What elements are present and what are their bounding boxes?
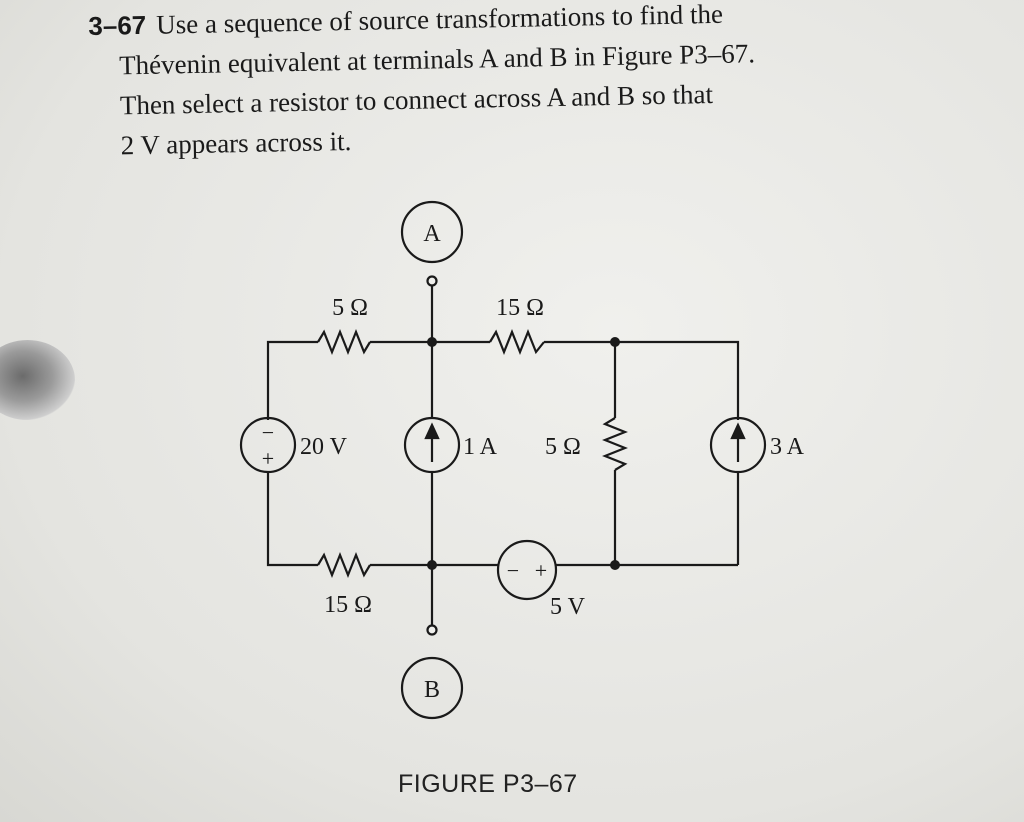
- label-15ohm-top: 15 Ω: [496, 295, 544, 321]
- terminal-b-node[interactable]: [426, 624, 438, 636]
- label-3a: 3 A: [770, 434, 805, 460]
- label-15ohm-bottom: 15 Ω: [324, 592, 372, 618]
- terminal-a-label: A: [423, 221, 441, 247]
- polarity-minus-20v: −: [262, 420, 274, 445]
- resistor-5ohm-vertical: [602, 417, 628, 471]
- resistor-15ohm-top: [489, 329, 545, 355]
- wire-left-bottom: [266, 472, 318, 567]
- label-5v: 5 V: [550, 594, 586, 620]
- resistor-15ohm-bottom: [317, 552, 371, 578]
- arrow-up-icon: [424, 422, 440, 440]
- junction-dot: [610, 337, 620, 347]
- polarity-plus-5v: +: [535, 558, 547, 583]
- label-1a: 1 A: [463, 434, 498, 460]
- polarity-plus-20v: +: [262, 446, 274, 471]
- junction-dot: [610, 560, 620, 570]
- label-20v: 20 V: [300, 434, 348, 460]
- terminal-b-label: B: [424, 677, 440, 703]
- binder-ring: [0, 340, 75, 420]
- label-5ohm-top: 5 Ω: [332, 295, 368, 321]
- figure-caption: FIGURE P3–67: [398, 770, 578, 798]
- polarity-minus-5v: −: [507, 558, 519, 583]
- terminal-a-circle: [400, 200, 464, 264]
- junction-dot: [427, 337, 437, 347]
- voltage-source-5v: [496, 539, 558, 601]
- resistor-5ohm-top: [317, 329, 371, 355]
- arrow-up-icon: [730, 422, 746, 440]
- terminal-b-circle: [400, 656, 464, 720]
- label-5ohm-vertical: 5 Ω: [545, 434, 581, 460]
- wire-top-right: [544, 340, 740, 420]
- junction-dot: [427, 560, 437, 570]
- wire-top-left: [266, 340, 318, 420]
- terminal-a-node[interactable]: [426, 275, 438, 287]
